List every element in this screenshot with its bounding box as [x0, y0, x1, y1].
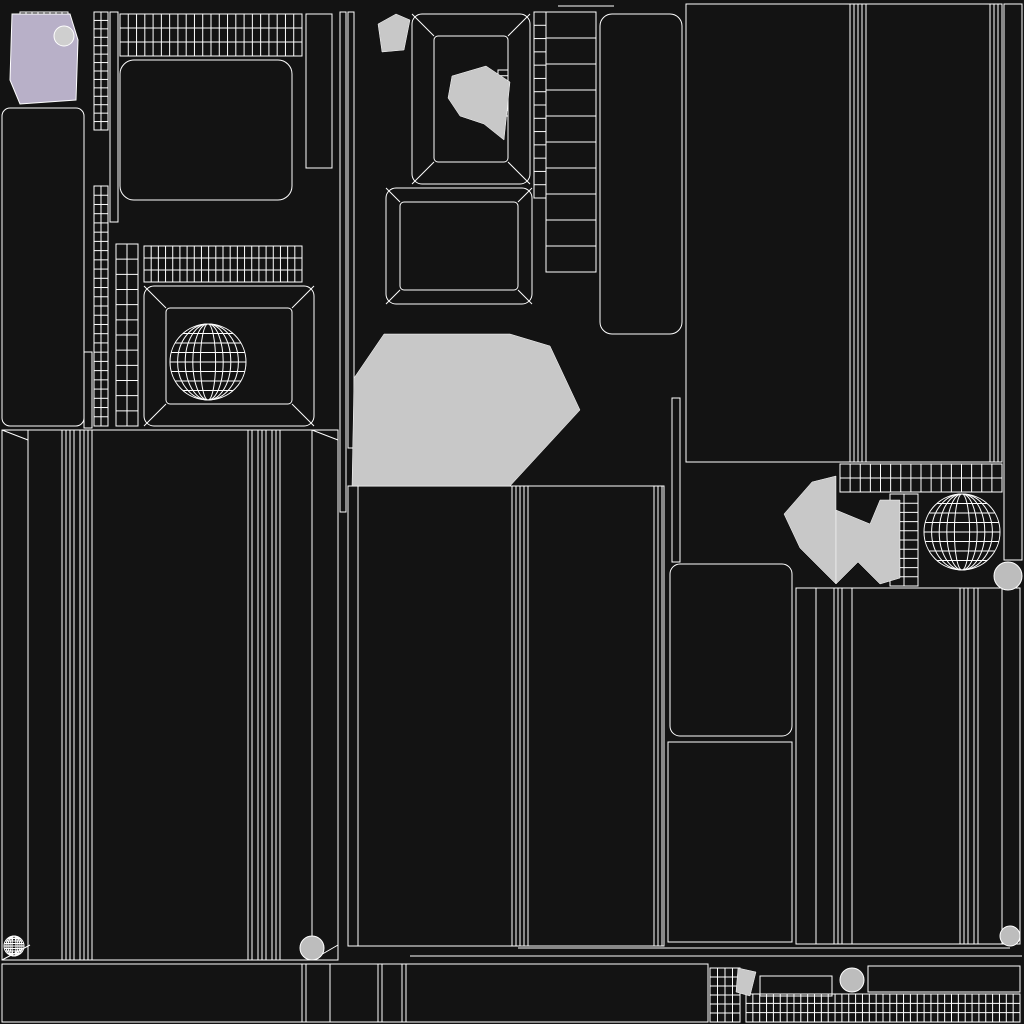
uv-corner — [311, 429, 339, 441]
uv-filled-island — [735, 967, 757, 997]
uv-panel — [669, 563, 793, 737]
uv-thin-strip — [347, 11, 355, 449]
uv-tall-island — [1, 107, 85, 427]
uv-bevel-corner — [411, 13, 435, 37]
uv-panel-dark — [759, 975, 833, 997]
uv-bevel-corner — [411, 161, 435, 185]
uv-bevel-corner — [143, 403, 167, 427]
uv-bevel-corner — [517, 289, 533, 305]
uv-thin-strip — [109, 11, 119, 223]
uv-small-disc — [993, 561, 1023, 591]
uv-large-panel — [795, 587, 1021, 945]
uv-bevel-inner — [165, 307, 293, 405]
uv-thin-strip — [339, 11, 347, 513]
uv-panel — [599, 13, 683, 335]
uv-filled-island — [835, 499, 901, 585]
uv-panel-dark — [667, 741, 793, 943]
uv-bevel-inner — [399, 201, 519, 291]
uv-panel — [867, 965, 1021, 993]
uv-thin-strip — [1003, 3, 1023, 561]
uv-bevel-corner — [385, 187, 401, 203]
uv-wireframe — [1, 3, 1023, 1023]
uv-large-panel — [685, 3, 1003, 463]
uv-filled-island-large — [351, 333, 581, 487]
uv-large-panel — [1, 429, 339, 961]
uv-small-disc — [53, 25, 75, 47]
uv-small-disc — [839, 967, 865, 993]
uv-bevel-corner — [385, 289, 401, 305]
uv-bevel-box — [385, 187, 533, 305]
uv-bevel-corner — [291, 285, 315, 309]
uv-panel-narrow — [305, 13, 333, 169]
uv-bevel-corner — [507, 161, 531, 185]
uv-filled-island — [377, 13, 411, 53]
uv-thin-strip — [671, 397, 681, 563]
uv-bevel-corner — [291, 403, 315, 427]
uv-corner — [1, 429, 29, 441]
uv-small-disc — [999, 925, 1021, 947]
uv-filled-islands — [9, 13, 1023, 997]
uv-bevel-box — [411, 13, 531, 185]
uv-thin-strip — [83, 351, 93, 429]
uv-panel — [119, 59, 293, 201]
uv-bottom-strip — [1, 963, 709, 1023]
uv-bevel-corner — [507, 13, 531, 37]
uv-filled-island — [447, 65, 511, 141]
uv-bevel-corner — [143, 285, 167, 309]
uv-bevel-corner — [517, 187, 533, 203]
uv-small-disc — [299, 935, 325, 961]
uv-bevel-box — [143, 285, 315, 427]
